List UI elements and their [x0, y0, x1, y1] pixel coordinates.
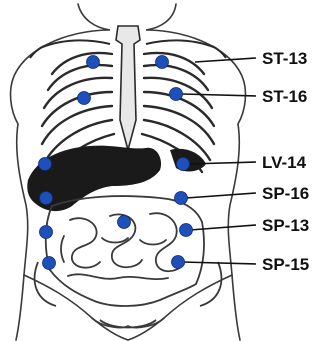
line-sp16 [186, 193, 256, 198]
line-sp15 [182, 262, 256, 264]
line-st13 [195, 58, 256, 62]
point-marker [118, 216, 131, 229]
sternum [116, 26, 140, 150]
label-st16: ST-16 [262, 87, 307, 106]
pelvis [35, 262, 222, 328]
point-st13-marker [156, 56, 169, 69]
label-lv14: LV-14 [262, 153, 307, 172]
point-lv14-marker [177, 158, 190, 171]
point-sp13-marker [180, 224, 193, 237]
label-st13: ST-13 [262, 49, 307, 68]
point-sp15-marker [172, 256, 185, 269]
point-marker [78, 92, 91, 105]
point-marker [87, 56, 100, 69]
point-marker [40, 226, 53, 239]
point-marker [39, 158, 52, 171]
point-marker [40, 192, 53, 205]
intestines [46, 196, 204, 306]
label-sp13: SP-13 [262, 216, 309, 235]
label-sp16: SP-16 [262, 184, 309, 203]
point-sp16-marker [175, 192, 188, 205]
point-st16-marker [170, 88, 183, 101]
point-labels: ST-13 ST-16 LV-14 SP-16 SP-13 SP-15 [262, 49, 309, 274]
label-sp15: SP-15 [262, 255, 309, 274]
point-marker [43, 257, 56, 270]
line-sp13 [190, 225, 256, 230]
